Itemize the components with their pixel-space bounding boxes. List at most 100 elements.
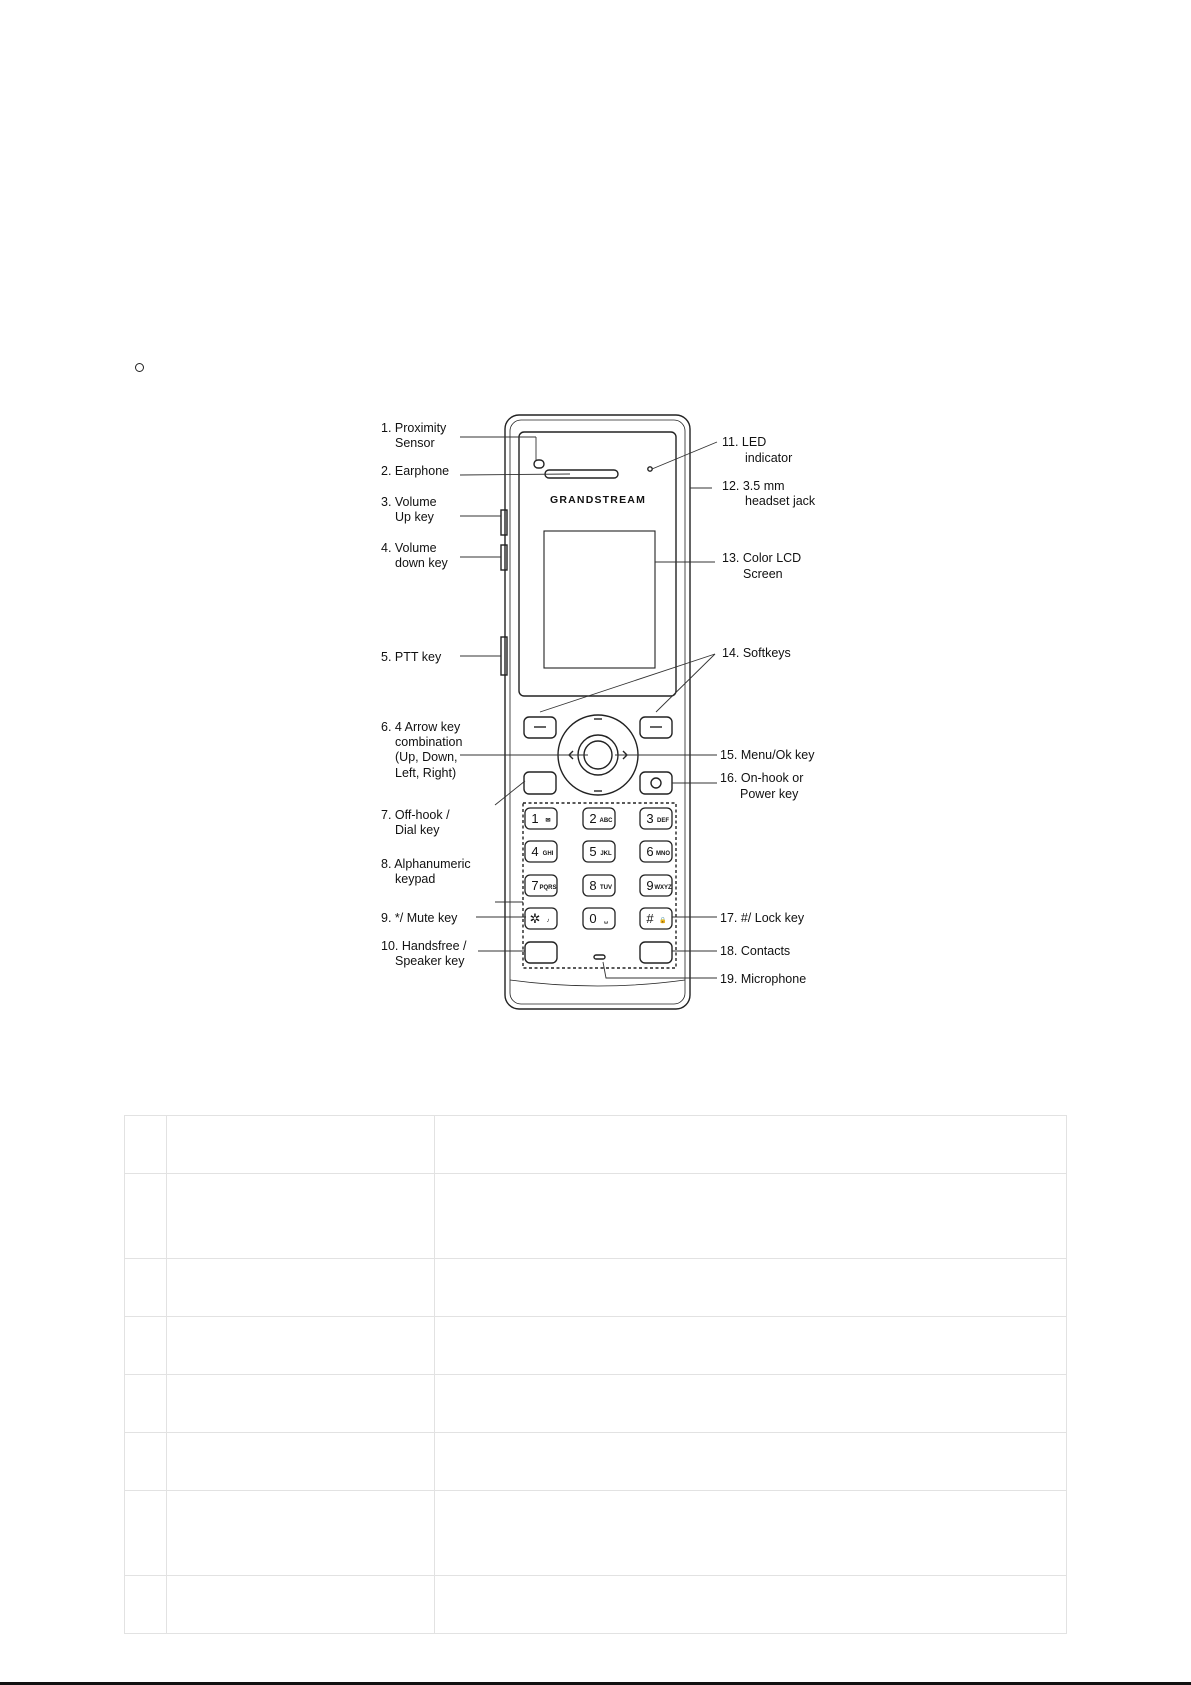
key-digit: 3 — [646, 811, 653, 826]
leader-lines — [459, 436, 718, 979]
list-bullet — [135, 363, 144, 372]
callout-earphone: 2. Earphone — [381, 464, 449, 478]
table-row — [124, 1490, 1067, 1576]
table-cell — [166, 1374, 435, 1433]
callouts-left: 1. Proximity Sensor 2. Earphone 3. Volum… — [381, 421, 471, 968]
callouts-right: 11. LED indicator 12. 3.5 mm headset jac… — [720, 435, 816, 986]
table-cell — [124, 1432, 167, 1491]
table-row — [124, 1316, 1067, 1375]
keypad-key: 1✉ — [524, 807, 558, 830]
callout-on-hook: 16. On-hook or — [720, 771, 803, 785]
keypad-key: 3 DEF — [639, 807, 673, 830]
key-letters: MNO — [656, 851, 670, 857]
key-digit: 9 — [646, 878, 653, 893]
callout-volume-up: 3. Volume — [381, 495, 437, 509]
table-cell — [434, 1258, 1067, 1317]
table-cell — [124, 1115, 167, 1174]
callout-arrow-keys: 6. 4 Arrow key — [381, 720, 461, 734]
keypad-key: #🔒 — [639, 907, 673, 930]
key-digit: 1 — [531, 811, 538, 826]
key-letters: ♪ — [547, 918, 550, 924]
key-letters: TUV — [600, 885, 612, 891]
table-cell — [434, 1374, 1067, 1433]
key-letters: ␣ — [604, 918, 608, 924]
keypad-key: 5 JKL — [582, 840, 616, 863]
callout-mute-key: 9. */ Mute key — [381, 911, 458, 925]
table-cell — [434, 1316, 1067, 1375]
callout-lock-key: 17. #/ Lock key — [720, 911, 805, 925]
callout-microphone: 19. Microphone — [720, 972, 806, 986]
table-row — [124, 1258, 1067, 1317]
svg-text:combination: combination — [395, 735, 462, 749]
keypad-key: 4 GHI — [524, 840, 558, 863]
svg-text:Left, Right): Left, Right) — [395, 766, 456, 780]
callout-softkeys: 14. Softkeys — [722, 646, 791, 660]
callout-keypad: 8. Alphanumeric — [381, 857, 471, 871]
table-cell — [434, 1173, 1067, 1259]
table-row — [124, 1432, 1067, 1491]
svg-text:headset jack: headset jack — [745, 494, 816, 508]
table-row — [124, 1115, 1067, 1174]
table-cell — [434, 1575, 1067, 1634]
key-digit: 5 — [589, 844, 596, 859]
svg-text:Screen: Screen — [743, 567, 783, 581]
table-row — [124, 1374, 1067, 1433]
table-cell — [166, 1316, 435, 1375]
phone-body — [500, 414, 691, 1010]
key-letters: JKL — [600, 851, 612, 857]
table-cell — [434, 1432, 1067, 1491]
key-digit: 4 — [531, 844, 538, 859]
table-cell — [124, 1258, 167, 1317]
callout-led: 11. LED — [722, 435, 766, 449]
svg-text:Speaker key: Speaker key — [395, 954, 465, 968]
callout-volume-down: 4. Volume — [381, 541, 437, 555]
key-letters: WXYZ — [654, 885, 672, 891]
table-cell — [124, 1316, 167, 1375]
svg-text:indicator: indicator — [745, 451, 792, 465]
svg-text:Up key: Up key — [395, 510, 435, 524]
key-digit: 2 — [589, 811, 596, 826]
table-cell — [166, 1258, 435, 1317]
key-letters: ABC — [600, 818, 614, 824]
svg-text:Dial key: Dial key — [395, 823, 440, 837]
table-cell — [166, 1490, 435, 1576]
table-cell — [166, 1173, 435, 1259]
key-letters: GHI — [543, 851, 554, 857]
key-digit: # — [646, 911, 654, 926]
callout-proximity-sensor: 1. Proximity — [381, 421, 447, 435]
table-row — [124, 1575, 1067, 1634]
table-cell — [124, 1490, 167, 1576]
table-cell — [166, 1115, 435, 1174]
key-letters: PQRS — [539, 885, 556, 891]
table-cell — [434, 1115, 1067, 1174]
table-cell — [166, 1432, 435, 1491]
key-digit: 6 — [646, 844, 653, 859]
callout-lcd: 13. Color LCD — [722, 551, 801, 565]
svg-text:Power key: Power key — [740, 787, 799, 801]
callout-off-hook: 7. Off-hook / — [381, 808, 450, 822]
key-digit: 7 — [531, 878, 538, 893]
svg-text:Sensor: Sensor — [395, 436, 435, 450]
keypad-key: 2 ABC — [582, 807, 616, 830]
key-letters: DEF — [657, 818, 669, 824]
spec-table — [124, 1115, 1067, 1634]
table-cell — [124, 1173, 167, 1259]
callout-handsfree: 10. Handsfree / — [381, 939, 467, 953]
callout-contacts: 18. Contacts — [720, 944, 790, 958]
table-row — [124, 1173, 1067, 1259]
table-cell — [434, 1490, 1067, 1576]
svg-text:keypad: keypad — [395, 872, 435, 886]
key-letters: ✉ — [545, 818, 550, 824]
brand-logo: GRANDSTREAM — [550, 494, 646, 506]
callout-ptt-key: 5. PTT key — [381, 650, 442, 664]
callout-headset-jack: 12. 3.5 mm — [722, 479, 785, 493]
table-cell — [124, 1575, 167, 1634]
callout-menu-ok: 15. Menu/Ok key — [720, 748, 815, 762]
svg-text:(Up, Down,: (Up, Down, — [395, 750, 458, 764]
